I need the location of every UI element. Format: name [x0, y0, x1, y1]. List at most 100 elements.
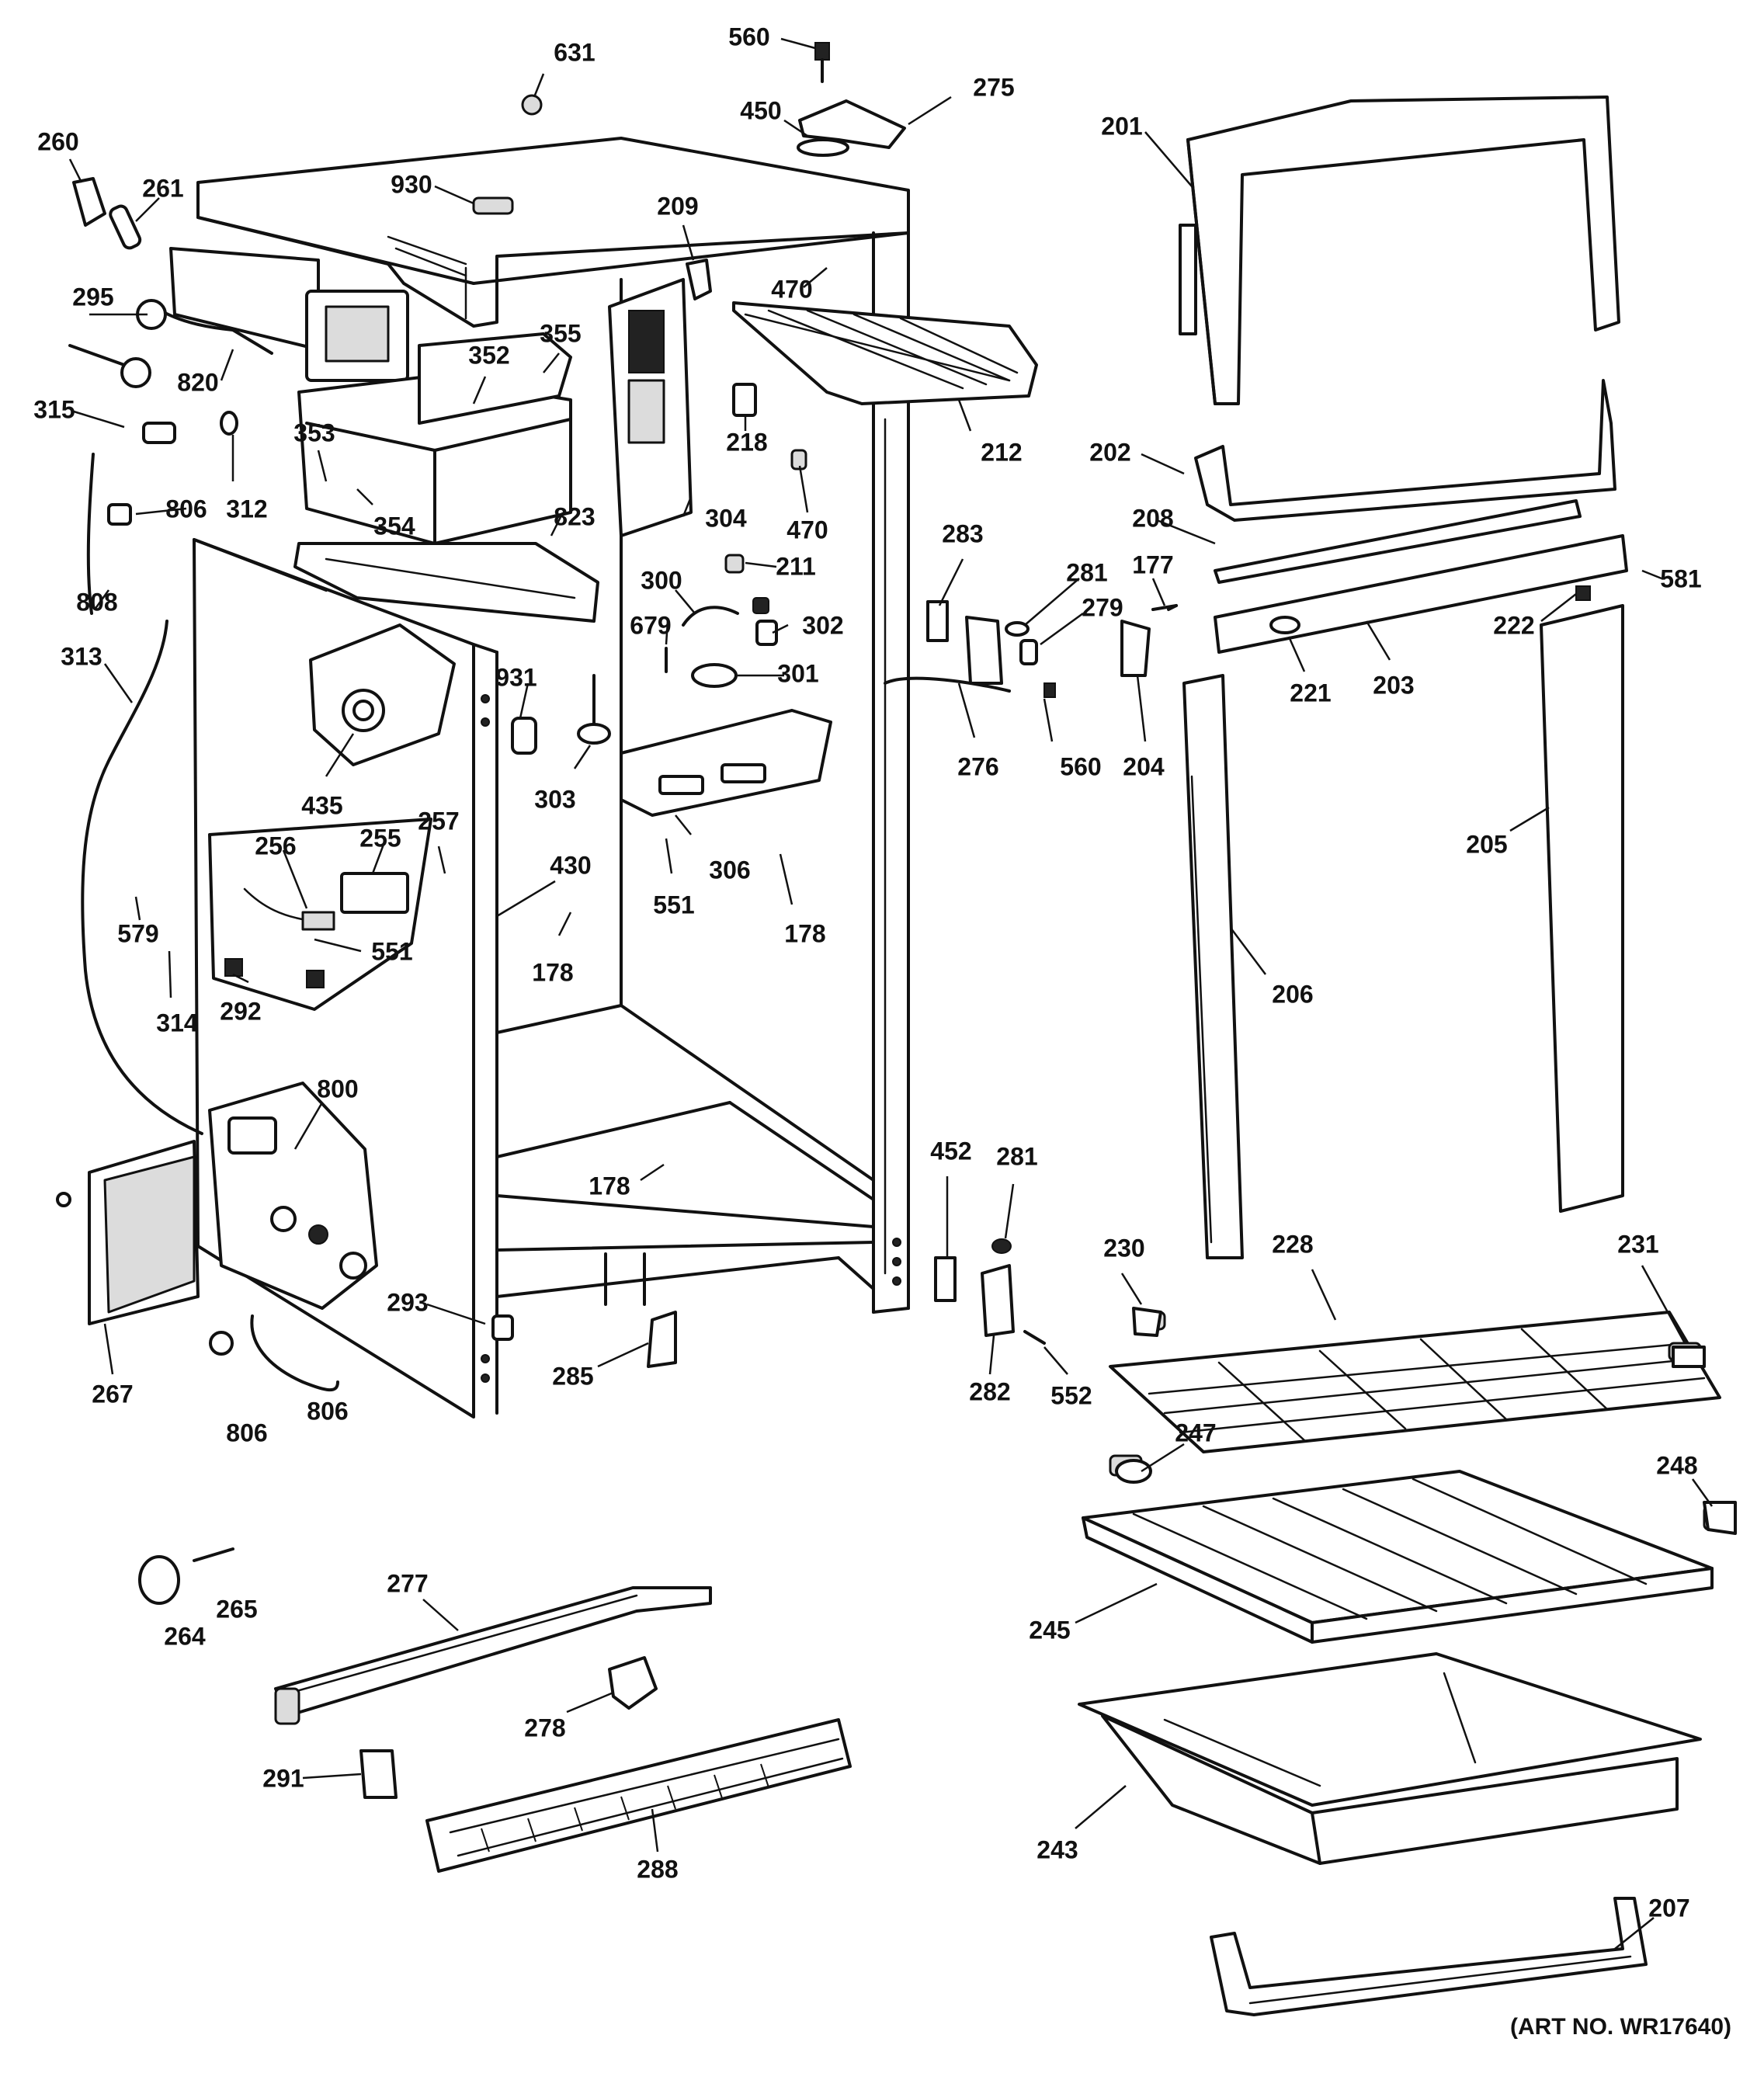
callout-283: 283 — [942, 519, 983, 547]
callout-631: 631 — [554, 38, 595, 66]
callout-930: 930 — [391, 170, 432, 198]
callout-281: 281 — [1066, 558, 1107, 586]
callout-243: 243 — [1037, 1835, 1078, 1863]
callout-201: 201 — [1101, 112, 1142, 140]
ice-bin — [293, 332, 599, 623]
callout-354: 354 — [373, 512, 415, 540]
toe-grille — [425, 1718, 852, 1873]
callout-276: 276 — [957, 752, 998, 780]
callout-279: 279 — [1082, 593, 1123, 621]
callout-430: 430 — [550, 851, 591, 879]
ice-maker — [136, 247, 409, 382]
callout-178: 178 — [784, 919, 825, 947]
callout-211: 211 — [776, 552, 816, 580]
center-hinge — [884, 600, 1178, 698]
callout-551: 551 — [371, 937, 412, 965]
callout-222: 222 — [1493, 611, 1534, 639]
callout-209: 209 — [657, 192, 698, 220]
callout-560: 560 — [728, 23, 769, 50]
callout-808: 808 — [76, 588, 117, 616]
callout-560: 560 — [1060, 752, 1101, 780]
callout-202: 202 — [1089, 438, 1130, 466]
callout-820: 820 — [177, 368, 218, 396]
freezer-door — [1179, 95, 1620, 405]
callout-178: 178 — [589, 1172, 630, 1200]
callout-260: 260 — [37, 127, 78, 155]
callout-452: 452 — [930, 1137, 971, 1165]
art-number: (ART NO. WR17640) — [1510, 2014, 1731, 2040]
callout-281: 281 — [996, 1142, 1037, 1170]
cabinet-top — [196, 137, 910, 328]
callout-218: 218 — [726, 428, 767, 456]
small-fasteners — [68, 177, 238, 444]
callout-579: 579 — [117, 919, 158, 947]
callout-552: 552 — [1050, 1381, 1092, 1409]
callout-303: 303 — [534, 785, 575, 813]
callout-230: 230 — [1103, 1234, 1144, 1262]
grille-bracket — [274, 1586, 712, 1725]
callout-265: 265 — [216, 1595, 257, 1623]
callout-806: 806 — [226, 1419, 267, 1446]
callout-435: 435 — [301, 791, 342, 819]
callout-207: 207 — [1648, 1894, 1689, 1922]
breaker-strips — [1182, 604, 1624, 1259]
callout-277: 277 — [387, 1569, 428, 1597]
callout-257: 257 — [418, 807, 459, 835]
callout-551: 551 — [653, 891, 694, 918]
callout-206: 206 — [1272, 980, 1313, 1008]
callout-203: 203 — [1373, 671, 1414, 699]
light-socket-detail — [309, 623, 456, 766]
callout-264: 264 — [164, 1622, 206, 1650]
crisper-cover — [1082, 1454, 1733, 1644]
callout-313: 313 — [61, 642, 102, 670]
callout-470: 470 — [787, 516, 828, 543]
callout-304: 304 — [705, 504, 747, 532]
callout-212: 212 — [981, 438, 1022, 466]
callout-275: 275 — [973, 73, 1014, 101]
part-drawings — [56, 42, 1737, 2016]
callout-285: 285 — [552, 1362, 593, 1390]
callout-204: 204 — [1123, 752, 1165, 780]
callout-288: 288 — [637, 1855, 678, 1883]
callout-labels: 631 560 450 275 201 260 261 930 209 470 … — [33, 23, 1701, 1922]
door-frame — [1194, 379, 1616, 522]
callout-261: 261 — [142, 174, 183, 202]
shelf-clips — [1115, 1307, 1737, 1535]
callout-314: 314 — [156, 1009, 198, 1037]
control-housing — [620, 709, 832, 817]
callout-293: 293 — [387, 1288, 428, 1316]
callout-245: 245 — [1029, 1616, 1070, 1644]
callout-352: 352 — [468, 341, 509, 369]
callout-823: 823 — [554, 502, 595, 530]
crisper-pan — [1078, 1652, 1702, 1865]
callout-806: 806 — [165, 495, 207, 523]
callout-291: 291 — [262, 1764, 304, 1792]
water-tubes — [81, 453, 339, 1392]
callout-800: 800 — [317, 1075, 358, 1103]
callout-355: 355 — [540, 319, 581, 347]
callout-255: 255 — [359, 824, 401, 852]
control-components — [511, 259, 807, 755]
callout-282: 282 — [969, 1377, 1010, 1405]
callout-353: 353 — [293, 418, 335, 446]
callout-228: 228 — [1272, 1230, 1313, 1258]
callout-231: 231 — [1617, 1230, 1658, 1258]
callout-312: 312 — [226, 495, 267, 523]
back-panel — [56, 1140, 200, 1325]
callout-208: 208 — [1132, 504, 1173, 532]
callout-315: 315 — [33, 395, 75, 423]
lower-hinge — [491, 1238, 1046, 1368]
callout-301: 301 — [777, 659, 818, 687]
callout-679: 679 — [630, 611, 671, 639]
callout-205: 205 — [1466, 830, 1507, 858]
callout-292: 292 — [220, 997, 261, 1025]
door-rail — [1210, 1897, 1648, 2016]
freezer-shelf — [732, 301, 1038, 405]
callout-931: 931 — [495, 663, 536, 691]
evaporator-cover — [608, 278, 693, 537]
callout-302: 302 — [802, 611, 843, 639]
callout-256: 256 — [255, 832, 296, 859]
callout-278: 278 — [524, 1714, 565, 1741]
